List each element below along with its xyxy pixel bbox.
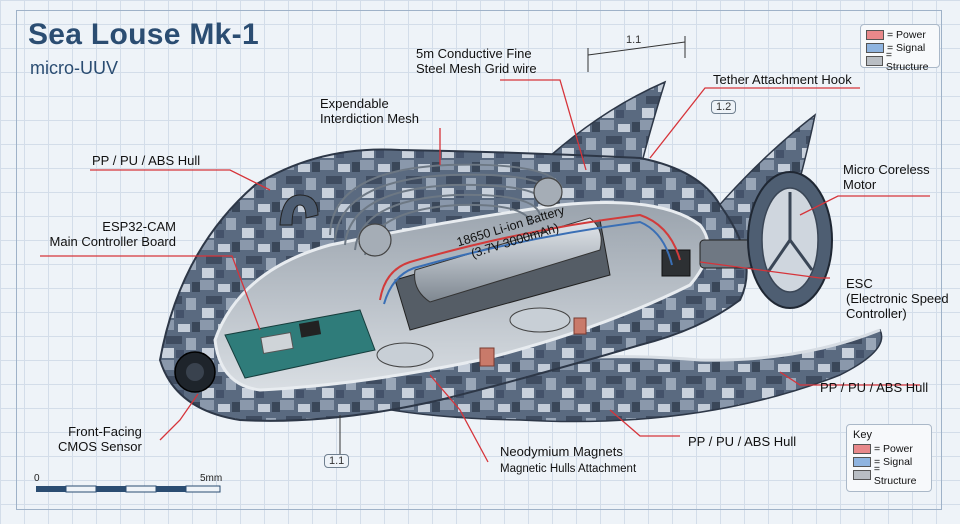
key-top-row: = Signal [866, 41, 934, 54]
hull-bottom-label: PP / PU / ABS Hull [688, 434, 797, 449]
tag-bottom: 1.1 [324, 454, 350, 468]
mesh-wire-label: 5m Conductive Fine Steel Mesh Grid wire [416, 46, 537, 76]
tag-top: 1.2 [711, 100, 737, 114]
hull-right-label: PP / PU / ABS Hull [820, 380, 929, 395]
key-top-row: = Structure [866, 49, 934, 73]
key-bottom-row: = Structure [853, 463, 925, 487]
controller-label: ESP32-CAM Main Controller Board [49, 219, 176, 249]
key-bottom-row: = Power [853, 442, 925, 455]
key-bottom: Key = Power = Signal = Structure [846, 424, 932, 492]
power-swatch [853, 443, 871, 454]
signal-swatch [866, 42, 884, 53]
scale-start: 0 [34, 473, 40, 484]
motor-label: Micro Coreless Motor [843, 162, 930, 192]
sensor-label: Front-Facing CMOS Sensor [58, 424, 142, 454]
magnets-sub-label: Magnetic Hulls Attachment [500, 463, 637, 475]
power-swatch [866, 29, 884, 40]
interdiction-mesh-label: Expendable Interdiction Mesh [320, 96, 419, 126]
leader-lines [40, 79, 930, 463]
key-top: = Power = Signal = Structure [860, 24, 940, 73]
page-title: Sea Louse Mk-1 [28, 18, 259, 51]
tether-hook-label: Tether Attachment Hook [713, 72, 852, 87]
controller-board [224, 309, 376, 379]
hull-top-label: PP / PU / ABS Hull [92, 153, 201, 168]
key-bottom-row: = Signal [853, 455, 925, 468]
scale-bar [36, 485, 221, 493]
magnets-label: Neodymium Magnets [500, 444, 623, 459]
dimension-top: 1.1 [626, 34, 642, 46]
key-title: Key [853, 429, 872, 441]
structure-swatch [866, 55, 883, 66]
hook [279, 194, 319, 226]
scale-end: 5mm [200, 473, 223, 484]
page-subtitle: micro-UUV [30, 58, 118, 78]
esc-label: ESC (Electronic Speed Controller) [846, 276, 949, 321]
battery [414, 217, 602, 303]
key-top-row: = Power [866, 28, 934, 41]
signal-swatch [853, 456, 871, 467]
esc [661, 249, 691, 277]
structure-swatch [853, 469, 871, 480]
dorsal-fin-front [538, 80, 667, 171]
